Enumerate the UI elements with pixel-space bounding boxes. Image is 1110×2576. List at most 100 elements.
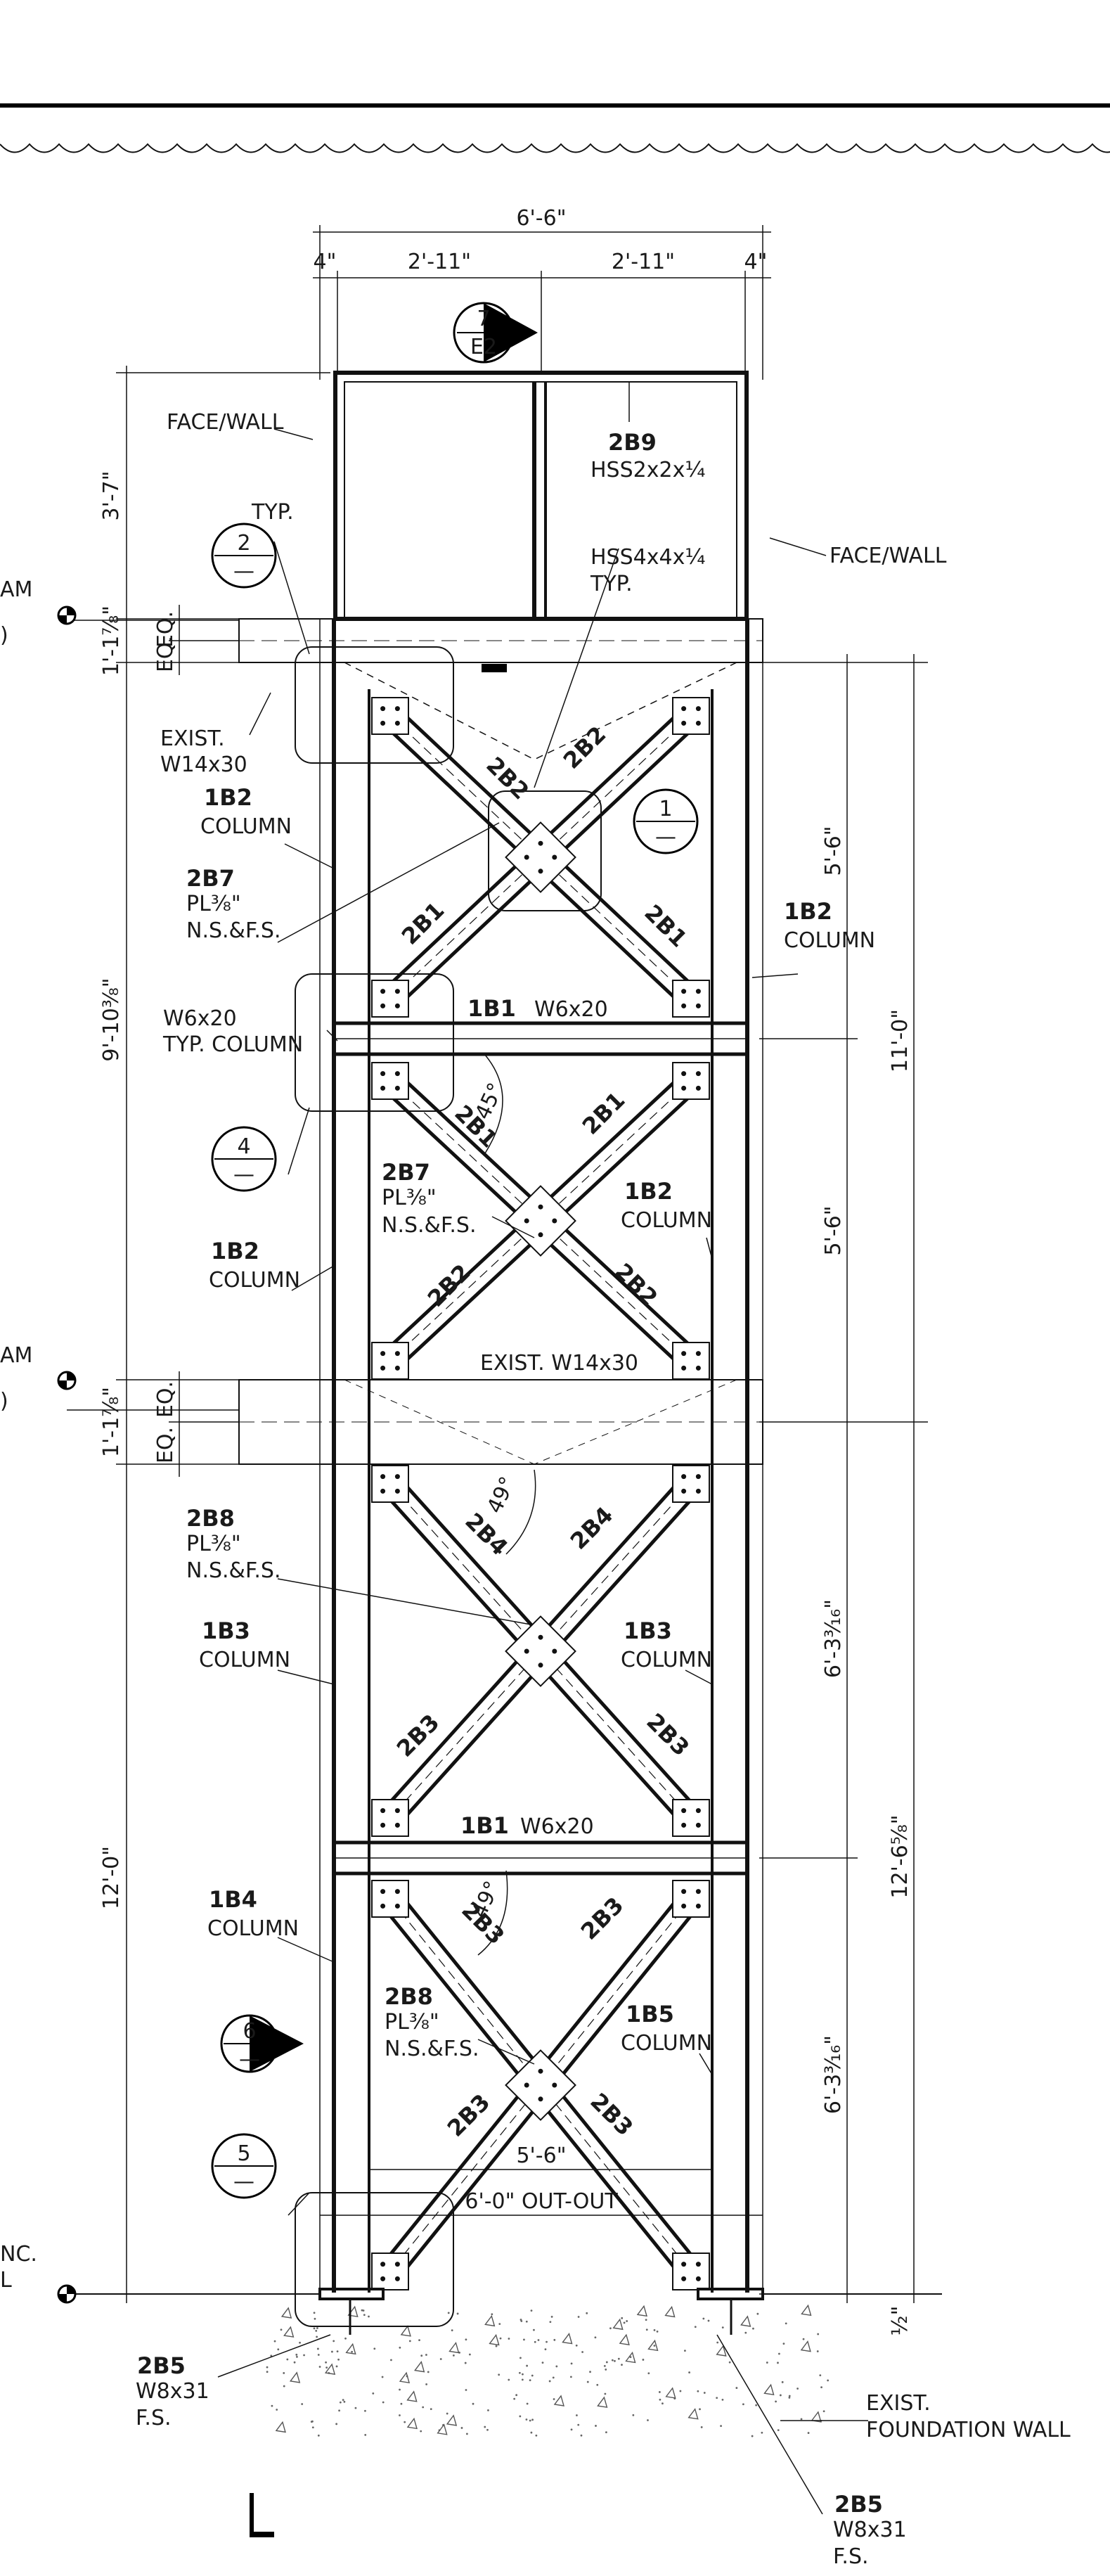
beam-1b1-a-size: W6x20 <box>534 997 608 1022</box>
detail-bubbles <box>295 646 602 2327</box>
level-markers <box>57 605 77 2304</box>
nsfs-2b8-b: N.S.&F.S. <box>385 2037 479 2061</box>
detail-1-number: 1 <box>659 797 672 821</box>
section-6-number: 6 <box>243 2019 256 2044</box>
section-7-number: 7 <box>477 307 490 331</box>
col-1b3-right-text: COLUMN <box>621 1648 712 1672</box>
edge-l: L <box>0 2268 12 2293</box>
dim-eq-2b: EQ. <box>153 1427 178 1463</box>
dim-bay-left: 2'-11" <box>408 250 471 274</box>
section-7-sheet: E2 <box>470 335 497 359</box>
right-dimensions <box>759 654 928 2303</box>
beam-1b1-lower <box>332 1840 749 1876</box>
col-1b3-left-mark: 1B3 <box>202 1617 250 1644</box>
top-dimensions <box>313 225 771 380</box>
pl-2b7-a: PL⅜" <box>186 892 241 916</box>
nsfs-2b8-a: N.S.&F.S. <box>186 1558 281 1583</box>
annotation-labels: FACE/WALL FACE/WALL TYP. 2B9 HSS2x2x¼ HS… <box>0 410 1071 2569</box>
dim-edge-right: 4" <box>744 250 768 274</box>
col-1b2-left-mark: 1B2 <box>211 1238 259 1264</box>
dim-beam-depth-2: 1'-1⅞" <box>99 1387 124 1457</box>
brace-2b3-ur: 2B3 <box>576 1892 629 1945</box>
mark-2b7-a: 2B7 <box>186 865 235 892</box>
detail-5-sheet: — <box>233 2170 254 2194</box>
col-1b2-inner-text: COLUMN <box>621 1208 712 1233</box>
col-1b5-text: COLUMN <box>621 2031 712 2056</box>
dim-out-out: 6'-0" OUT-OUT <box>465 2189 618 2214</box>
dim-inner-width: 5'-6" <box>516 2144 566 2168</box>
x-brace-panel-1 <box>371 697 710 1018</box>
fs-right: F.S. <box>833 2544 869 2569</box>
base-plates <box>318 2288 764 2335</box>
detail-5-number: 5 <box>237 2141 250 2166</box>
x-brace-panel-2 <box>371 1062 710 1380</box>
col-1b3-right-mark: 1B3 <box>624 1617 672 1644</box>
mark-2b5-left: 2B5 <box>137 2352 186 2379</box>
col-1b2-a-text: COLUMN <box>200 814 292 839</box>
dim-base-offset: ½" <box>888 2306 912 2336</box>
beam-1b1-b-mark: 1B1 <box>460 1812 509 1839</box>
mark-2b8-a: 2B8 <box>186 1505 235 1532</box>
left-dimensions <box>116 366 330 2303</box>
column-right <box>711 619 763 2293</box>
face-wall-right: FACE/WALL <box>830 544 947 568</box>
edge-am-2: AM <box>0 1343 32 1368</box>
dim-overall-width: 6'-6" <box>516 206 566 231</box>
section-6-marker <box>220 2014 304 2073</box>
brace-2b4-r: 2B4 <box>565 1501 619 1555</box>
dim-eq-1a: EQ. <box>153 611 178 648</box>
beam-dashed-lines <box>344 662 737 760</box>
exist-foundation-2: FOUNDATION WALL <box>866 2418 1071 2442</box>
col-1b3-left-text: COLUMN <box>199 1648 290 1672</box>
w8x31-left: W8x31 <box>136 2379 209 2404</box>
brace-2b1-ll: 2B1 <box>396 897 450 950</box>
dim-upper-panel: 9'-10⅜" <box>99 978 124 1061</box>
dim-right-upper-b: 5'-6" <box>821 1205 846 1255</box>
col-1b2-inner-mark: 1B2 <box>624 1178 673 1205</box>
edge-am-1: AM <box>0 577 32 602</box>
column-left <box>319 619 370 2293</box>
beam-1b1-b-size: W6x20 <box>520 1814 594 1839</box>
sheet-mark <box>482 664 507 672</box>
dim-right-lower-b: 6'-3³⁄₁₆" <box>821 2035 846 2114</box>
mark-2b5-right: 2B5 <box>834 2491 883 2518</box>
pl-2b8-b: PL⅜" <box>385 2010 439 2034</box>
w6x20-typ-2: TYP. COLUMN <box>162 1032 303 1057</box>
mark-2b9: 2B9 <box>608 429 657 456</box>
leader-lines <box>217 382 868 2515</box>
mark-2b7-b: 2B7 <box>382 1159 430 1186</box>
w6x20-typ-1: W6x20 <box>163 1006 237 1031</box>
face-wall-left: FACE/WALL <box>167 410 284 435</box>
brace-2b2-lr2: 2B2 <box>609 1258 663 1312</box>
angle-mid: 49° <box>482 1473 520 1517</box>
section-6-sheet: — <box>239 2047 260 2072</box>
dim-bay-right: 2'-11" <box>612 250 675 274</box>
brace-2b3-l: 2B3 <box>392 1709 445 1762</box>
section-7-marker <box>453 302 538 364</box>
col-1b5-mark: 1B5 <box>626 2001 674 2027</box>
dim-right-lower-a: 6'-3³⁄₁₆" <box>821 1599 846 1678</box>
col-1b2-right-mark: 1B2 <box>784 898 832 925</box>
col-1b2-left-text: COLUMN <box>209 1268 300 1293</box>
hss4-size: HSS4x4x¼ <box>591 545 705 570</box>
section-cut-mark <box>250 2493 274 2537</box>
dim-eq-2a: EQ. <box>153 1381 178 1418</box>
dim-lower-panel: 12'-0" <box>99 1846 124 1909</box>
dimension-text: 6'-6" 4" 2'-11" 2'-11" 4" 3'-7" 1'-1⅞" E… <box>99 206 912 2335</box>
angle-arcs <box>477 1054 536 1956</box>
dim-edge-left: 4" <box>314 250 337 274</box>
detail-2-number: 2 <box>237 531 250 556</box>
x-brace-panel-3 <box>371 1465 710 1837</box>
col-1b2-a-mark: 1B2 <box>204 784 252 811</box>
brace-2b2-ur: 2B2 <box>558 721 612 774</box>
dim-right-upper-a: 5'-6" <box>821 826 846 876</box>
w8x31-right: W8x31 <box>833 2518 907 2542</box>
exist-w14x30: EXIST. W14x30 <box>480 1351 638 1376</box>
fs-left: F.S. <box>136 2406 172 2430</box>
col-1b4-text: COLUMN <box>207 1916 299 1941</box>
beam-1b1-upper <box>332 1021 749 1056</box>
detail-2-sheet: — <box>233 559 254 584</box>
col-1b2-right-text: COLUMN <box>784 928 875 953</box>
detail-4-number: 4 <box>237 1134 250 1159</box>
